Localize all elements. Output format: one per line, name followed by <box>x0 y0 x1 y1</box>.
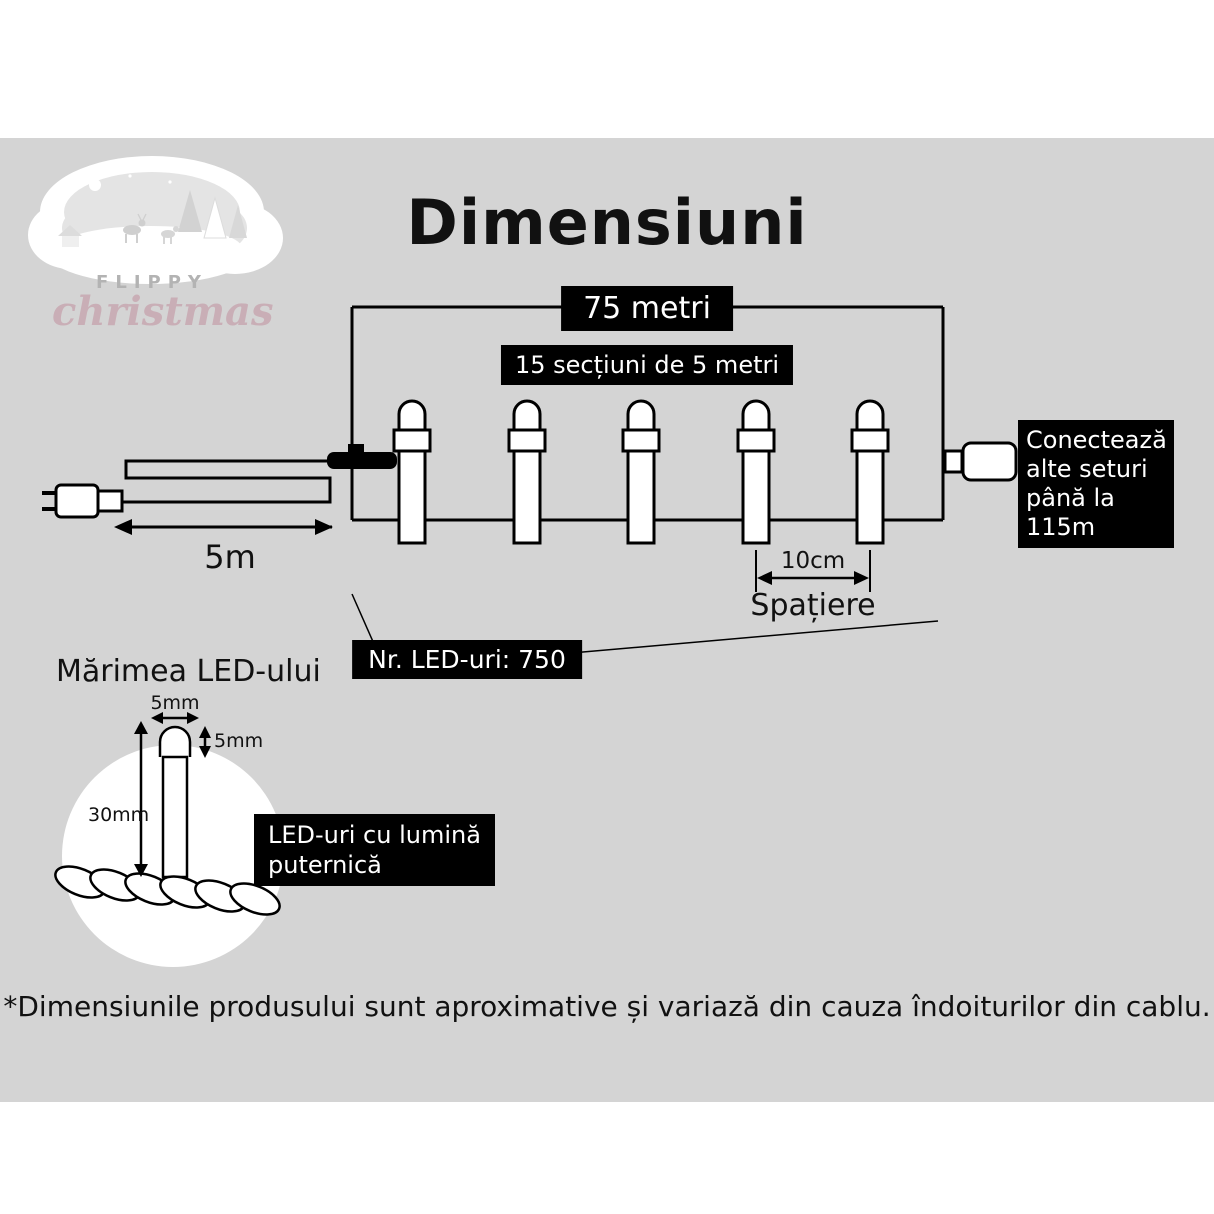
tree-icon <box>203 196 227 239</box>
lead-length-arrow <box>114 519 333 535</box>
deer-icon <box>123 213 147 243</box>
sections-label: 15 secțiuni de 5 metri <box>500 345 794 385</box>
dimension-arrows <box>134 712 211 877</box>
led-detail-bulb <box>158 725 192 879</box>
led-bulb <box>507 399 547 545</box>
tree-icon <box>229 205 247 238</box>
connect-note-box: Conectează alte seturi până la 115m <box>1018 420 1174 548</box>
logo-brand-text: FLIPPY <box>96 272 208 293</box>
led-bulb <box>621 399 661 545</box>
led-size-title: Mărimea LED-ului <box>56 654 321 689</box>
led-bulb <box>850 399 890 545</box>
spacing-arrow <box>755 550 871 592</box>
led-bulb-row <box>392 399 890 545</box>
tree-icon <box>178 190 202 232</box>
led-count-label: Nr. LED-uri: 750 <box>352 640 582 679</box>
led-tip-height-label: 5mm <box>214 730 264 752</box>
twisted-wire-icon <box>54 865 281 916</box>
connect-note-line: Conectează <box>1026 426 1167 454</box>
lead-wire <box>118 459 352 504</box>
led-brightness-note-line: LED-uri cu lumină <box>268 821 481 849</box>
moon-icon <box>89 179 101 191</box>
junction-connector-icon <box>327 444 397 469</box>
total-length-label: 75 metri <box>561 286 733 331</box>
logo-script-text: christmas <box>52 288 274 335</box>
led-width-label: 5mm <box>150 692 200 714</box>
end-socket-icon <box>943 441 1018 482</box>
lead-length-label: 5m <box>204 538 256 576</box>
spacing-caption: Spațiere <box>750 588 876 623</box>
connect-note-line: alte seturi <box>1026 455 1148 483</box>
led-brightness-note-line: puternică <box>268 851 382 879</box>
connect-note-line: până la 115m <box>1026 484 1115 541</box>
spacing-value-label: 10cm <box>780 548 846 574</box>
house-icon <box>58 225 82 236</box>
led-bulb <box>736 399 776 545</box>
page-title: Dimensiuni <box>406 186 808 259</box>
deer-icon <box>161 226 179 244</box>
logo-cloud-icon <box>28 156 283 284</box>
led-bulb <box>392 399 432 545</box>
led-total-height-label: 30mm <box>88 804 150 826</box>
led-brightness-note-box: LED-uri cu lumină puternică <box>254 814 495 886</box>
footnote-text: *Dimensiunile produsului sunt aproximati… <box>3 990 1211 1023</box>
power-plug-icon <box>42 483 124 519</box>
